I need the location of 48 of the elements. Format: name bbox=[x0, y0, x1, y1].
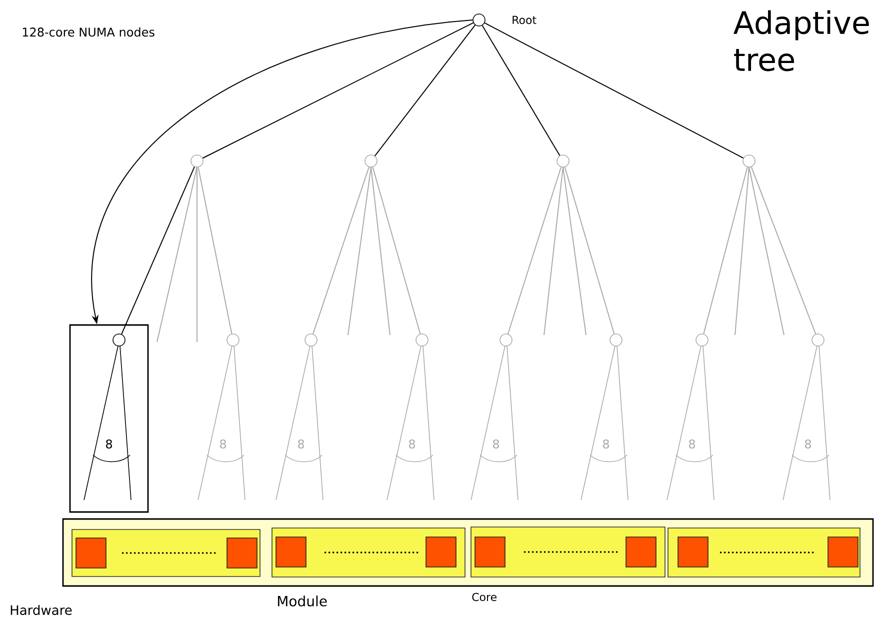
tree-node-circle bbox=[742, 154, 756, 168]
tree-edge bbox=[198, 166, 232, 334]
core-square bbox=[426, 536, 456, 568]
tree-node-circle bbox=[416, 334, 428, 346]
branch-count: 8 bbox=[409, 439, 415, 449]
tree-edge bbox=[121, 166, 195, 335]
title: Adaptive tree bbox=[734, 10, 869, 72]
tree-node-circle bbox=[610, 334, 622, 346]
tree-edge bbox=[564, 166, 615, 334]
tree-node-circle bbox=[696, 334, 708, 346]
branch-count: 8 bbox=[493, 439, 499, 449]
branch-count: 8 bbox=[220, 439, 226, 449]
label: Core bbox=[472, 592, 496, 602]
branch-count: 8 bbox=[689, 439, 695, 449]
core-square bbox=[626, 536, 656, 568]
core-square bbox=[226, 538, 258, 568]
tree-node-circle bbox=[226, 334, 240, 346]
tree-edge bbox=[750, 166, 816, 335]
tree-node-circle bbox=[190, 154, 204, 168]
node-label: Root bbox=[512, 16, 536, 24]
core-square bbox=[76, 538, 106, 568]
tree-edge bbox=[202, 22, 474, 159]
label: Module bbox=[278, 596, 327, 606]
tree-node-circle bbox=[556, 154, 570, 168]
core-square bbox=[678, 536, 708, 568]
tree-edge bbox=[507, 166, 562, 334]
core-square bbox=[276, 536, 306, 568]
highlight-frame bbox=[69, 324, 149, 513]
tree-node-circle bbox=[112, 334, 126, 346]
tree-edge bbox=[374, 24, 476, 156]
tree-edge bbox=[312, 166, 370, 334]
core-square bbox=[828, 536, 858, 568]
tree-node-circle bbox=[500, 334, 512, 346]
tree-node-circle bbox=[364, 154, 378, 168]
core-square bbox=[474, 536, 506, 568]
branch-count: 8 bbox=[106, 439, 112, 449]
tree-edge bbox=[372, 166, 421, 334]
node-label: Hardware bbox=[10, 604, 72, 616]
tree-node-circle bbox=[812, 334, 824, 346]
label: 128-core NUMA nodes bbox=[22, 27, 154, 37]
branch-count: 8 bbox=[805, 439, 811, 449]
branch-count: 8 bbox=[603, 439, 609, 449]
tree-node-circle bbox=[304, 334, 318, 346]
branch-count: 8 bbox=[298, 439, 304, 449]
tree-node-circle bbox=[472, 14, 486, 26]
tree-edge bbox=[703, 166, 748, 334]
tree-edge bbox=[482, 25, 560, 156]
tree-edge bbox=[484, 22, 744, 159]
